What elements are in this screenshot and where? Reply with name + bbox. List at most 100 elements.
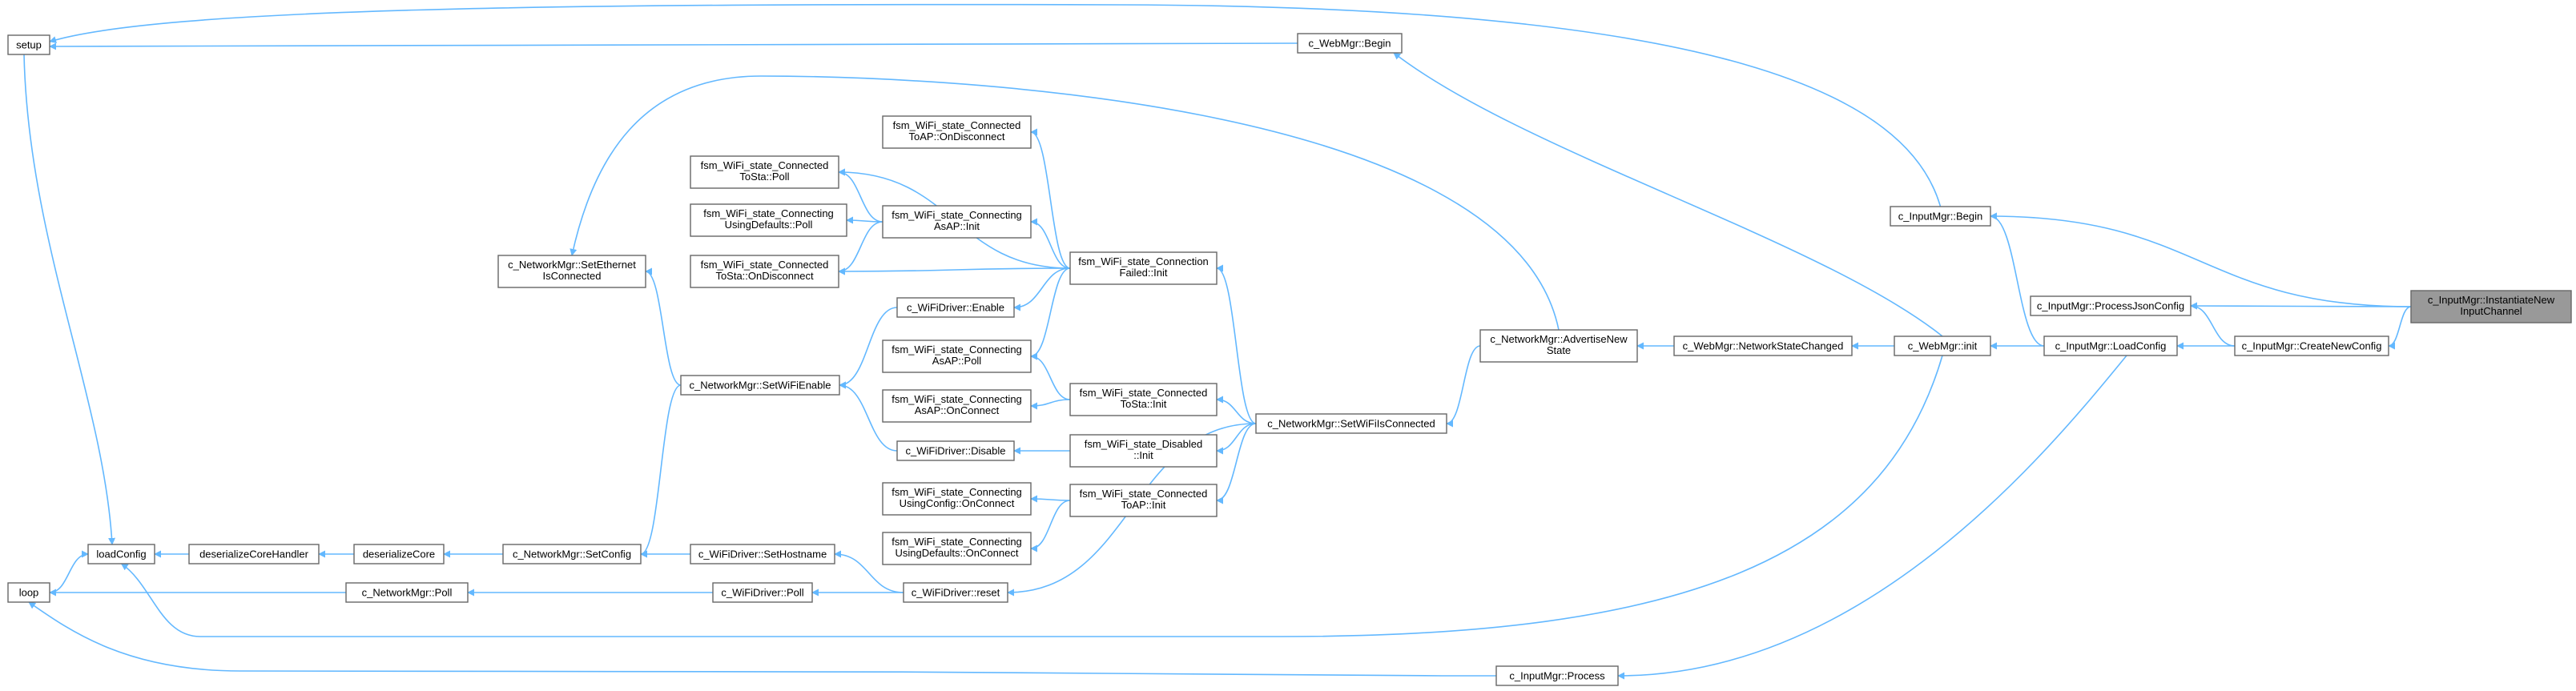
call-edge-nm_advert-to-nm_setwifiisconn — [1446, 345, 1481, 428]
node-ws-ctap-ondisc[interactable]: fsm_WiFi_state_ConnectedToAP::OnDisconne… — [882, 115, 1032, 149]
node-box — [690, 203, 847, 237]
call-edge-ws_ctap_init-to-ws_cud_onconn — [1030, 500, 1071, 552]
node-box — [1297, 33, 1403, 54]
node-deserializeCore[interactable]: deserializeCore — [353, 544, 445, 564]
node-nm-setconfig[interactable]: c_NetworkMgr::SetConfig — [502, 544, 642, 564]
node-label-line: c_WiFiDriver::reset — [912, 587, 1000, 599]
node-label-line: AsAP::OnConnect — [915, 404, 1000, 416]
call-edge-wd_reset-to-wd_sethost — [834, 550, 904, 593]
node-label-line: c_NetworkMgr::SetWiFiEnable — [690, 380, 831, 392]
node-loadConfig[interactable]: loadConfig — [87, 544, 155, 564]
node-box — [1069, 383, 1218, 416]
call-edge-wm_init-to-loadConfig — [120, 355, 1943, 637]
node-label-line: c_WiFiDriver::SetHostname — [698, 548, 827, 560]
node-wm-init[interactable]: c_WebMgr::init — [1894, 335, 1991, 356]
node-box — [353, 544, 445, 564]
node-box — [896, 297, 1015, 318]
call-edge-im_loadconfig-to-im_begin — [1990, 212, 2045, 347]
node-ws-cuc-onconn[interactable]: fsm_WiFi_state_ConnectingUsingConfig::On… — [882, 482, 1032, 516]
node-ws-cud-poll[interactable]: fsm_WiFi_state_ConnectingUsingDefaults::… — [690, 203, 847, 237]
call-edge-ws_cts_init-to-ws_caap_poll — [1030, 352, 1071, 400]
node-loop[interactable]: loop — [7, 582, 50, 603]
node-box — [345, 582, 469, 603]
node-label-line: c_InputMgr::Process — [1509, 670, 1605, 682]
call-edge-setup-to-loadConfig — [23, 54, 116, 545]
node-wd-poll[interactable]: c_WiFiDriver::Poll — [712, 582, 813, 603]
node-box — [882, 205, 1032, 239]
node-label-line: fsm_WiFi_state_Connected — [893, 119, 1021, 131]
node-label-line: c_WiFiDriver::Poll — [721, 587, 803, 599]
node-im-process[interactable]: c_InputMgr::Process — [1495, 665, 1619, 686]
node-label-line: fsm_WiFi_state_Connected — [1080, 488, 1208, 500]
node-ws-cud-onconn[interactable]: fsm_WiFi_state_ConnectingUsingDefaults::… — [882, 532, 1032, 565]
node-label-line: ToAP::Init — [1121, 499, 1166, 511]
node-box — [1255, 413, 1447, 434]
call-edge-loop-to-loadConfig — [49, 550, 89, 593]
node-label-line: fsm_WiFi_state_Disabled — [1085, 438, 1202, 450]
node-setup[interactable]: setup — [7, 34, 50, 55]
node-im-begin[interactable]: c_InputMgr::Begin — [1890, 206, 1991, 227]
node-box — [690, 255, 839, 288]
node-wd-disable[interactable]: c_WiFiDriver::Disable — [896, 440, 1015, 461]
node-ws-dis-init[interactable]: fsm_WiFi_state_Disabled::Init — [1069, 434, 1218, 468]
node-label-line: c_WebMgr::init — [1908, 340, 1978, 352]
node-label-line: fsm_WiFi_state_Connecting — [703, 207, 834, 219]
call-edge-im_createnew-to-im_procjson — [2190, 302, 2236, 347]
call-edge-wd_disable-to-nm_setwifienable — [839, 381, 898, 452]
node-box — [1069, 434, 1218, 468]
node-label-line: State — [1547, 344, 1571, 356]
node-box — [1069, 484, 1218, 517]
node-im-procjson[interactable]: c_InputMgr::ProcessJsonConfig — [2030, 295, 2192, 316]
node-label-line: ToSta::OnDisconnect — [715, 270, 814, 282]
node-nm-setwifienable[interactable]: c_NetworkMgr::SetWiFiEnable — [680, 375, 840, 396]
node-label-line: c_InputMgr::CreateNewConfig — [2242, 340, 2382, 352]
node-im-loadconfig[interactable]: c_InputMgr::LoadConfig — [2043, 335, 2178, 356]
node-box — [1890, 206, 1991, 227]
node-wd-reset[interactable]: c_WiFiDriver::reset — [903, 582, 1008, 603]
call-edges — [23, 3, 2412, 680]
node-label-line: fsm_WiFi_state_Connection — [1078, 255, 1209, 267]
node-label-line: IsConnected — [543, 270, 602, 282]
node-wd-sethost[interactable]: c_WiFiDriver::SetHostname — [690, 544, 835, 564]
node-label-line: InputChannel — [2460, 305, 2522, 317]
node-nm-setwifiisconn[interactable]: c_NetworkMgr::SetWiFiIsConnected — [1255, 413, 1447, 434]
node-ws-cts-ondisc[interactable]: fsm_WiFi_state_ConnectedToSta::OnDisconn… — [690, 255, 839, 288]
node-wm-begin[interactable]: c_WebMgr::Begin — [1297, 33, 1403, 54]
node-label-line: UsingConfig::OnConnect — [900, 497, 1015, 509]
node-label-line: fsm_WiFi_state_Connecting — [892, 343, 1022, 356]
node-label-line: setup — [16, 39, 42, 51]
node-label-line: AsAP::Poll — [932, 355, 982, 367]
node-box — [690, 155, 839, 189]
node-label-line: Failed::Init — [1120, 267, 1168, 279]
call-edge-nm_advert-to-nm_seteth — [570, 75, 1560, 331]
node-label-line: c_NetworkMgr::Poll — [362, 587, 453, 599]
call-edge-im_instantiate-to-im_begin — [1990, 212, 2412, 307]
node-im-createnew[interactable]: c_InputMgr::CreateNewConfig — [2234, 335, 2389, 356]
call-edge-im_instantiate-to-im_createnew — [2388, 306, 2412, 350]
node-box — [497, 255, 646, 288]
node-label-line: c_InputMgr::LoadConfig — [2055, 340, 2167, 352]
call-edge-ws_cts_init-to-ws_caap_onconn — [1030, 399, 1071, 410]
node-label-line: ToAP::OnDisconnect — [909, 131, 1005, 143]
node-box — [882, 115, 1032, 149]
node-label-line: UsingDefaults::Poll — [725, 219, 813, 231]
node-nm-poll[interactable]: c_NetworkMgr::Poll — [345, 582, 469, 603]
node-box — [7, 582, 50, 603]
node-wd-enable[interactable]: c_WiFiDriver::Enable — [896, 297, 1015, 318]
node-box — [1069, 251, 1218, 285]
node-box — [1673, 335, 1853, 356]
node-box — [2234, 335, 2389, 356]
call-edge-im_loadconfig-to-im_process — [1617, 355, 2127, 680]
node-deserializeCoreHandler[interactable]: deserializeCoreHandler — [188, 544, 320, 564]
node-wm-netchanged[interactable]: c_WebMgr::NetworkStateChanged — [1673, 335, 1853, 356]
